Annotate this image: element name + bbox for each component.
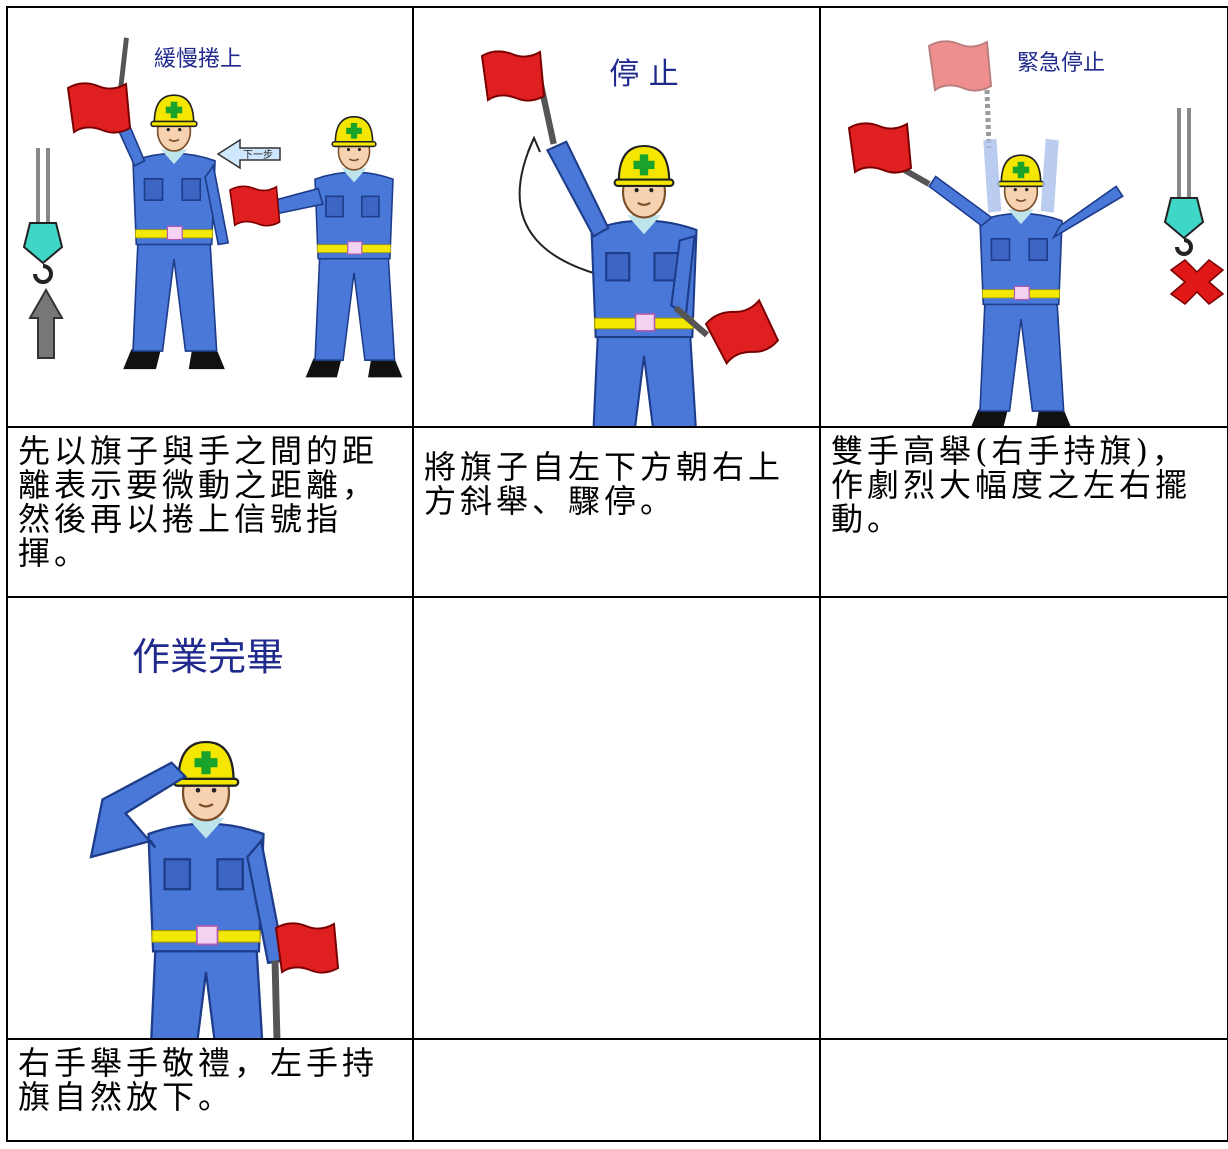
- work-complete-description: 右手舉手敬禮，左手持旗自然放下。: [18, 1044, 379, 1116]
- emergency-stop-title: 緊急停止: [1017, 51, 1105, 76]
- svg-text:下一步: 下一步: [243, 149, 273, 161]
- slow-hoist-illustration: 緩慢捲上: [22, 37, 404, 379]
- signal-cell-slow-hoist: 緩慢捲上: [6, 6, 414, 428]
- x-mark-icon: [1169, 259, 1225, 305]
- stop-title: 停 止: [609, 57, 679, 92]
- slow-hoist-title: 緩慢捲上: [154, 47, 242, 72]
- stop-illustration: 停 止: [481, 50, 781, 426]
- signal-cell-emergency-stop: 緊急停止: [819, 6, 1228, 428]
- red-flag-icon: [928, 40, 992, 92]
- red-flag-icon: [275, 922, 339, 974]
- slow-hoist-description-cell: 先以旗子與手之間的距離表示要微動之距離，然後再以捲上信號指揮。: [6, 426, 414, 598]
- empty-cell: [819, 596, 1228, 1040]
- up-arrow-icon: [28, 287, 64, 359]
- crane-hook-icon: [22, 148, 64, 284]
- emergency-stop-illustration: 緊急停止: [848, 40, 1225, 426]
- work-complete-description-cell: 右手舉手敬禮，左手持旗自然放下。: [6, 1038, 414, 1142]
- signal-table: 緩慢捲上: [6, 6, 1228, 1142]
- emergency-stop-description: 雙手高舉(右手持旗)，作劇烈大幅度之左右擺動。: [831, 432, 1192, 538]
- red-flag-icon: [67, 82, 131, 134]
- stop-description: 將旗子自左下方朝右上方斜舉、驟停。: [424, 448, 785, 520]
- signal-cell-work-complete: 作業完畢: [6, 596, 414, 1040]
- slow-hoist-description: 先以旗子與手之間的距離表示要微動之距離，然後再以捲上信號指揮。: [18, 432, 379, 572]
- empty-cell: [412, 596, 821, 1040]
- red-flag-icon: [703, 297, 781, 367]
- stop-description-cell: 將旗子自左下方朝右上方斜舉、驟停。: [412, 426, 821, 598]
- crane-hook-icon: [1163, 108, 1205, 256]
- red-flag-icon: [229, 185, 281, 227]
- empty-cell: [819, 1038, 1228, 1142]
- work-complete-title: 作業完畢: [132, 635, 284, 679]
- red-flag-icon: [481, 50, 545, 102]
- signal-cell-stop: 停 止: [412, 6, 821, 428]
- work-complete-illustration: 作業完畢: [89, 635, 339, 1038]
- empty-cell: [412, 1038, 821, 1142]
- next-step-sign: 下一步: [216, 138, 281, 170]
- red-flag-icon: [848, 122, 912, 174]
- emergency-stop-description-cell: 雙手高舉(右手持旗)，作劇烈大幅度之左右擺動。: [819, 426, 1228, 598]
